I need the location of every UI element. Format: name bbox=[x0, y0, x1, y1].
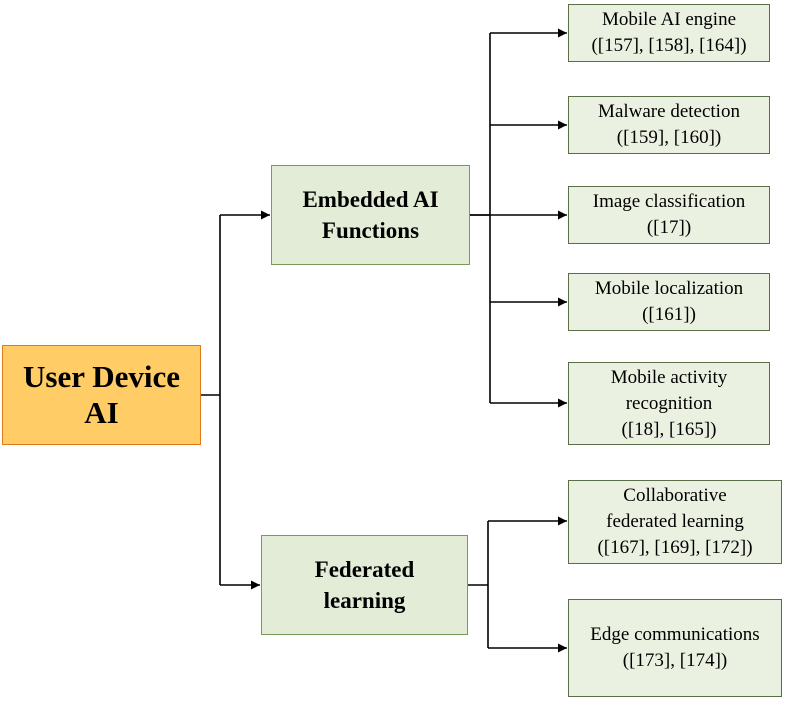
leaf-node-edge-communications: Edge communications ([173], [174]) bbox=[568, 599, 782, 697]
leaf-label-line-2: recognition bbox=[625, 392, 713, 414]
leaf-label-line-2: federated learning bbox=[606, 511, 744, 532]
leaf-label-line-1: Mobile AI engine bbox=[601, 9, 737, 30]
leaf-node-malware-detection: Malware detection ([159], [160]) bbox=[568, 96, 770, 154]
leaf-label-line-1: Collaborative bbox=[623, 485, 727, 506]
leaf-label-line-1: Mobile localization bbox=[594, 278, 744, 299]
connector-federated-trunk bbox=[468, 521, 489, 648]
leaf-node-mobile-activity-recognition: Mobile activity recognition ([18], [165]… bbox=[568, 362, 770, 445]
leaf-node-image-classification: Image classification ([17]) bbox=[568, 186, 770, 244]
leaf-label-line-1: Image classification bbox=[592, 191, 746, 212]
leaf-node-mobile-localization: Mobile localization ([161]) bbox=[568, 273, 770, 331]
leaf-label-line-2: ([17]) bbox=[646, 217, 692, 238]
leaf-node-collaborative-federated-learning: Collaborative federated learning ([167],… bbox=[568, 480, 782, 564]
connector-embedded-trunk bbox=[470, 33, 491, 403]
branch-label-line-1: Federated bbox=[314, 557, 415, 582]
root-label-line-2: AI bbox=[84, 395, 119, 430]
leaf-label-line-2: ([159], [160]) bbox=[616, 127, 722, 148]
leaf-label-line-1: Malware detection bbox=[598, 101, 740, 122]
root-label-line-1: User Device bbox=[23, 359, 180, 394]
leaf-label-line-2: ([161]) bbox=[642, 304, 696, 325]
leaf-label-line-2: ([173], [174]) bbox=[622, 650, 728, 671]
leaf-label-line-1: Mobile activity bbox=[610, 366, 728, 388]
branch-label-line-2: learning bbox=[323, 588, 406, 613]
branch-node-embedded-ai-functions: Embedded AI Functions bbox=[271, 165, 470, 265]
branch-label-line-2: Functions bbox=[321, 218, 420, 243]
leaf-node-mobile-ai-engine: Mobile AI engine ([157], [158], [164]) bbox=[568, 4, 770, 62]
branch-label-line-1: Embedded AI bbox=[302, 187, 439, 212]
connector-root-trunk bbox=[201, 215, 221, 585]
branch-node-federated-learning: Federated learning bbox=[261, 535, 468, 635]
leaf-label-line-2: ([157], [158], [164]) bbox=[591, 35, 747, 56]
leaf-label-line-3: ([18], [165]) bbox=[621, 418, 717, 440]
leaf-label-line-1: Edge communications bbox=[590, 624, 760, 645]
root-node-user-device-ai: User Device AI bbox=[2, 345, 201, 445]
leaf-label-line-3: ([167], [169], [172]) bbox=[597, 537, 753, 558]
